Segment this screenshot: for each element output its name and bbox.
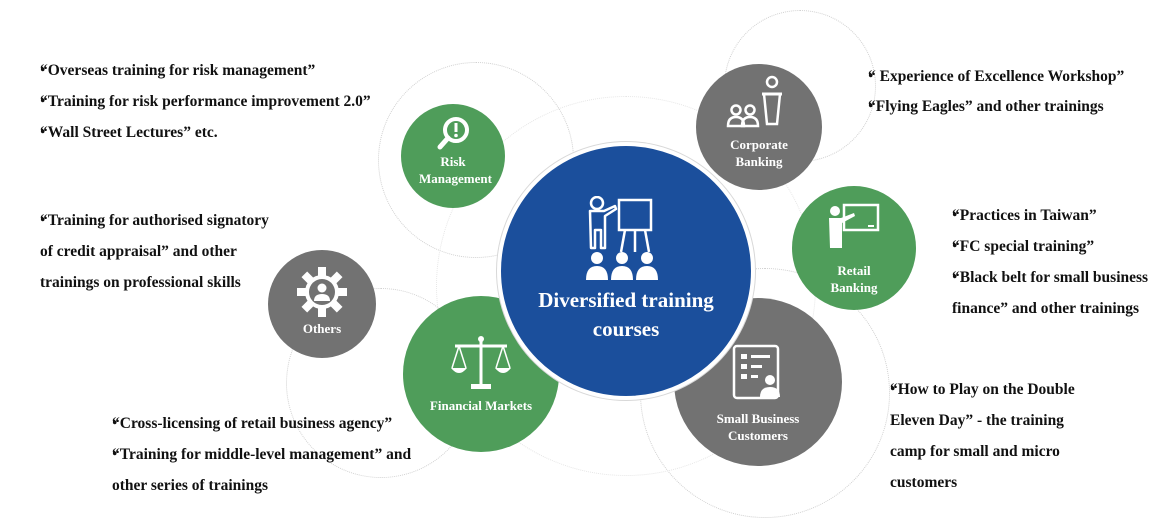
scales-icon xyxy=(451,336,511,389)
list-item-text: “Training for risk performance improveme… xyxy=(40,93,371,110)
node-label: Risk Management xyxy=(419,154,492,186)
list-item-text: “How to Play on the Double Eleven Day” -… xyxy=(890,381,1075,491)
list-item: “ Experience of Excellence Workshop” xyxy=(838,62,1174,92)
list-item: “How to Play on the Double Eleven Day” -… xyxy=(860,374,1100,498)
node-label: Others xyxy=(302,321,342,336)
gear-person-icon xyxy=(297,267,347,317)
others-list: “Training for authorised signatory of cr… xyxy=(10,205,272,298)
podium-audience-icon xyxy=(726,75,782,128)
financial-markets-list: “Cross-licensing of retail business agen… xyxy=(82,408,412,501)
list-item: “Training for authorised signatory of cr… xyxy=(10,205,272,298)
node-retail-banking: Retail Banking xyxy=(792,186,916,310)
node-label: Corporate Banking xyxy=(730,137,788,169)
node-others: Others xyxy=(268,250,376,358)
list-item-text: “Overseas training for risk management” xyxy=(40,62,316,79)
list-item-text: “Black belt for small business finance” … xyxy=(952,269,1149,317)
list-item-text: “ Experience of Excellence Workshop” xyxy=(868,68,1125,85)
node-corporate-banking: Corporate Banking xyxy=(696,64,822,190)
list-item: “Cross-licensing of retail business agen… xyxy=(82,408,412,439)
list-item: “Overseas training for risk management” xyxy=(10,55,450,86)
node-label: Retail Banking xyxy=(830,263,878,295)
list-item-text: “Wall Street Lectures” etc. xyxy=(40,124,218,141)
list-item: “Practices in Taiwan” xyxy=(922,200,1174,231)
id-card-icon xyxy=(732,344,780,400)
list-item: “Training for risk performance improveme… xyxy=(10,86,450,117)
center-title: Diversified training courses xyxy=(538,288,714,341)
list-item: “Training for middle-level management” a… xyxy=(82,439,412,501)
presentation-icon xyxy=(586,196,658,280)
teacher-board-icon xyxy=(829,203,880,248)
list-item-text: “Cross-licensing of retail business agen… xyxy=(112,415,393,432)
list-item: “Flying Eagles” and other trainings xyxy=(838,92,1174,122)
list-item-text: “Training for authorised signatory of cr… xyxy=(40,212,269,291)
list-item-text: “FC special training” xyxy=(952,238,1095,255)
node-label: Small Business Customers xyxy=(716,411,800,443)
list-item-text: “Practices in Taiwan” xyxy=(952,207,1097,224)
retail-banking-list: “Practices in Taiwan” “FC special traini… xyxy=(922,200,1174,324)
list-item: “Black belt for small business finance” … xyxy=(922,262,1174,324)
list-item: “FC special training” xyxy=(922,231,1174,262)
node-label: Financial Markets xyxy=(429,398,533,413)
risk-management-list: “Overseas training for risk management” … xyxy=(10,55,450,148)
small-business-list: “How to Play on the Double Eleven Day” -… xyxy=(860,374,1100,498)
list-item-text: “Flying Eagles” and other trainings xyxy=(868,98,1104,115)
corporate-banking-list: “ Experience of Excellence Workshop” “Fl… xyxy=(838,62,1174,122)
list-item: “Wall Street Lectures” etc. xyxy=(10,117,450,148)
center-node: Diversified training courses xyxy=(497,142,755,400)
list-item-text: “Training for middle-level management” a… xyxy=(112,446,412,494)
